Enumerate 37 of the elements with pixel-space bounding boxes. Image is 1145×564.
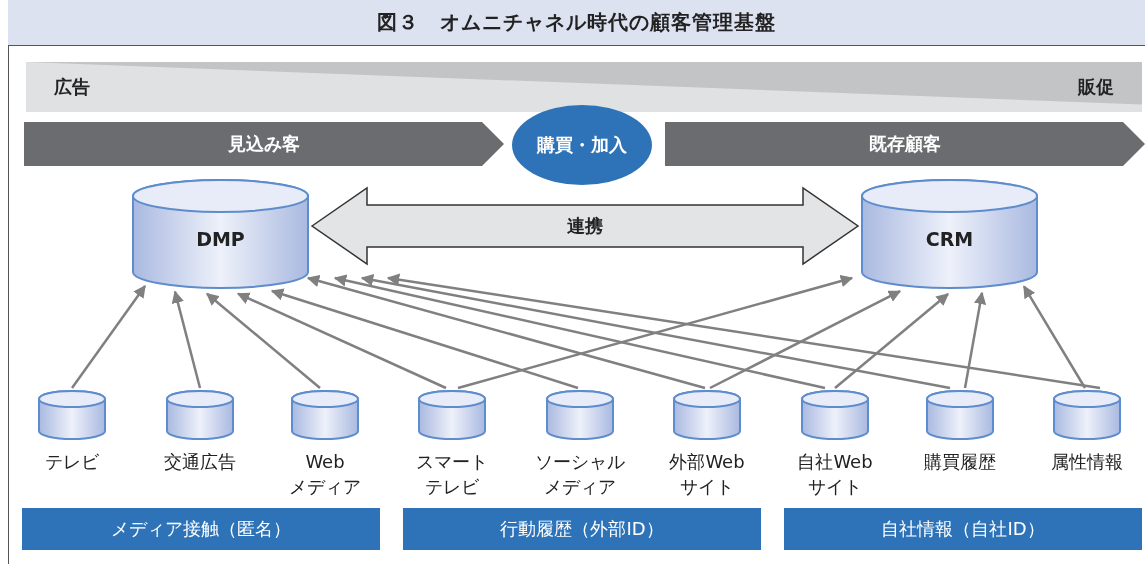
arrow [236,292,447,390]
band-label: 販促 [1078,75,1114,99]
chevron-band: 既存顧客 [665,122,1145,166]
source-label: テレビ [44,450,100,474]
arrow [333,274,826,390]
chevron-band: 見込み客 [24,122,504,166]
database-label: DMP [195,227,246,250]
edge-label: 連携 [567,214,603,238]
source-label: 交通広告 [163,450,237,474]
source-label: 自社Web サイト [796,450,874,500]
category-bar: 自社情報（自社ID） [784,508,1142,550]
database-label: CRM [924,227,975,250]
arrow [457,275,854,390]
category-bar: 行動履歴（外部ID） [403,508,761,550]
category-bar: メディア接触（匿名） [22,508,380,550]
band-label: 広告 [54,75,90,99]
arrow [709,290,902,390]
source-label: 属性情報 [1050,450,1124,474]
stage-ellipse: 購買・加入 [512,105,652,185]
arrow [270,288,579,390]
arrow [71,285,146,389]
source-label: ソーシャルメディア [534,450,626,500]
arrow [206,292,321,389]
arrow [171,290,202,389]
arrow [360,273,951,390]
gradient-band [26,62,1142,112]
arrow [834,293,949,389]
arrow [306,275,706,390]
source-label: Web メディア [288,450,362,500]
arrow [1022,285,1087,389]
source-label: 外部Web サイト [668,450,746,500]
arrow [963,291,987,389]
source-label: スマートテレビ [415,450,489,500]
double-arrow [310,186,860,266]
arrow [386,273,1101,390]
diagram-title: 図３ オムニチャネル時代の顧客管理基盤 [377,9,776,36]
source-label: 購買履歴 [923,450,997,474]
